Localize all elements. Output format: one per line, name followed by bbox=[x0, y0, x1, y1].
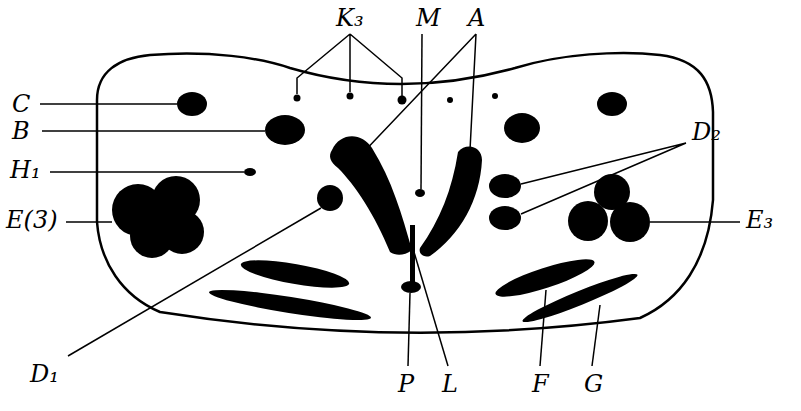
callout-label: F bbox=[530, 372, 551, 396]
leader-line bbox=[66, 221, 112, 223]
small-dot bbox=[492, 93, 498, 99]
band-left bbox=[208, 284, 372, 325]
leader-line bbox=[421, 34, 422, 189]
small-dot bbox=[447, 97, 453, 103]
tract-a bbox=[420, 146, 482, 256]
nucleus-p bbox=[401, 281, 421, 293]
callout-label: D₂ bbox=[690, 120, 723, 144]
nucleus-d2 bbox=[489, 174, 521, 198]
callout-label: B bbox=[10, 119, 32, 143]
leader-line bbox=[540, 290, 546, 366]
leader-lines bbox=[40, 34, 740, 366]
nucleus-b bbox=[265, 115, 305, 145]
nucleus-c bbox=[177, 92, 207, 116]
nucleus-e bbox=[160, 210, 204, 254]
leader-line bbox=[42, 130, 265, 132]
leader-line bbox=[650, 221, 740, 223]
nucleus-d1 bbox=[317, 185, 343, 211]
nucleus-b bbox=[504, 113, 540, 143]
callout-label: E₃ bbox=[744, 208, 775, 232]
callout-label: A bbox=[466, 6, 487, 30]
small-dot bbox=[398, 96, 407, 105]
callout-label: K₃ bbox=[334, 6, 366, 30]
callout-label: D₁ bbox=[28, 362, 61, 386]
leader-line bbox=[592, 305, 600, 366]
leader-line bbox=[297, 34, 402, 96]
leader-line bbox=[358, 34, 476, 158]
callout-label: E(3) bbox=[4, 208, 60, 232]
leader-line bbox=[50, 171, 244, 173]
nucleus-e bbox=[568, 201, 608, 241]
leader-line bbox=[414, 252, 448, 366]
leader-line bbox=[408, 293, 410, 366]
nucleus-c bbox=[597, 92, 627, 116]
nucleus-e bbox=[610, 202, 650, 242]
section-outline bbox=[97, 53, 713, 333]
callout-label: C bbox=[10, 92, 32, 116]
callout-label: H₁ bbox=[8, 158, 43, 182]
small-dot bbox=[294, 95, 301, 102]
callout-label: G bbox=[582, 372, 605, 396]
nucleus-m bbox=[415, 189, 425, 197]
small-dot bbox=[347, 93, 354, 100]
leader-line bbox=[40, 103, 177, 105]
leader-line bbox=[68, 208, 321, 356]
callout-label: L bbox=[440, 372, 460, 396]
nucleus-d2 bbox=[489, 206, 521, 230]
leader-line bbox=[521, 143, 686, 214]
callout-label: M bbox=[414, 6, 443, 30]
band-g bbox=[520, 268, 640, 327]
band-left bbox=[239, 255, 351, 294]
callout-label: P bbox=[396, 372, 416, 396]
nucleus-h bbox=[244, 168, 256, 176]
nuclei bbox=[112, 92, 650, 328]
